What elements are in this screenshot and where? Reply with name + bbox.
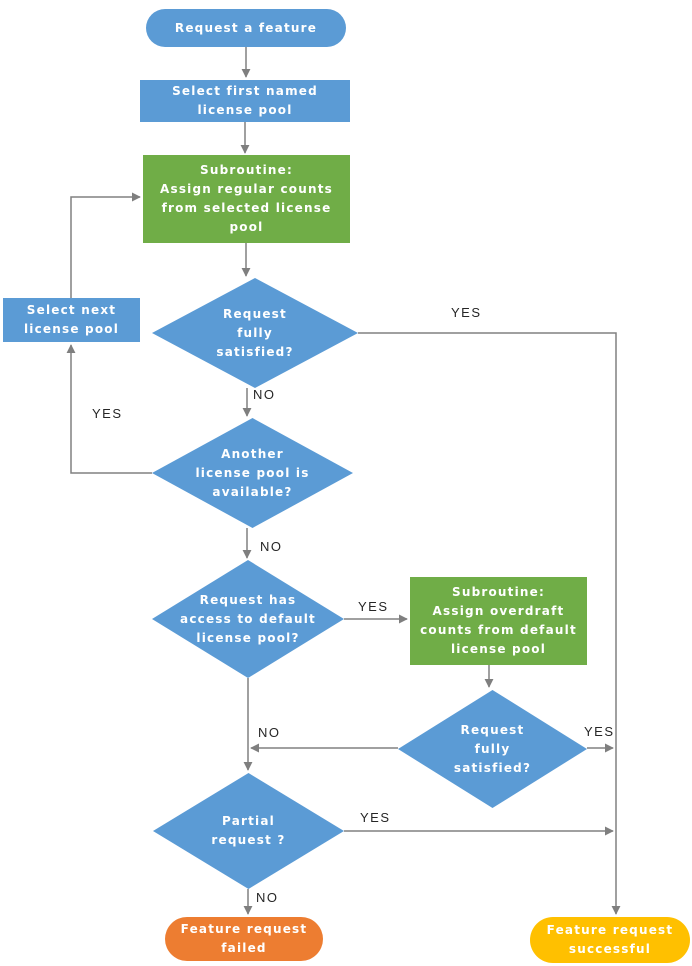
node-request-a-feature: Request a feature xyxy=(146,9,346,47)
edge-label-default-yes: YES xyxy=(358,599,389,614)
node-select-first-named-pool: Select first named license pool xyxy=(140,80,350,122)
edge-label-satisfied1-yes: YES xyxy=(451,305,482,320)
edge-label-another-yes: YES xyxy=(92,406,123,421)
connector-satisfied1-yes-to-success xyxy=(358,332,621,915)
node-feature-request-failed: Feature request failed xyxy=(165,917,323,961)
edge-label-satisfied2-no: NO xyxy=(258,725,281,740)
node-select-next-license-pool: Select next license pool xyxy=(3,298,140,342)
edge-label-partial-yes: YES xyxy=(360,810,391,825)
edge-label-another-no: NO xyxy=(260,539,283,554)
connector-another-yes-to-select-next xyxy=(66,344,152,474)
connector-select-next-to-sub-regular xyxy=(70,192,141,298)
edge-label-satisfied2-yes: YES xyxy=(584,724,615,739)
node-subroutine-assign-overdraft-counts: Subroutine: Assign overdraft counts from… xyxy=(410,577,587,665)
edge-label-partial-no: NO xyxy=(256,890,279,905)
node-subroutine-assign-regular-counts: Subroutine: Assign regular counts from s… xyxy=(143,155,350,243)
edge-label-satisfied1-no: NO xyxy=(253,387,276,402)
node-feature-request-successful: Feature request successful xyxy=(530,917,690,963)
